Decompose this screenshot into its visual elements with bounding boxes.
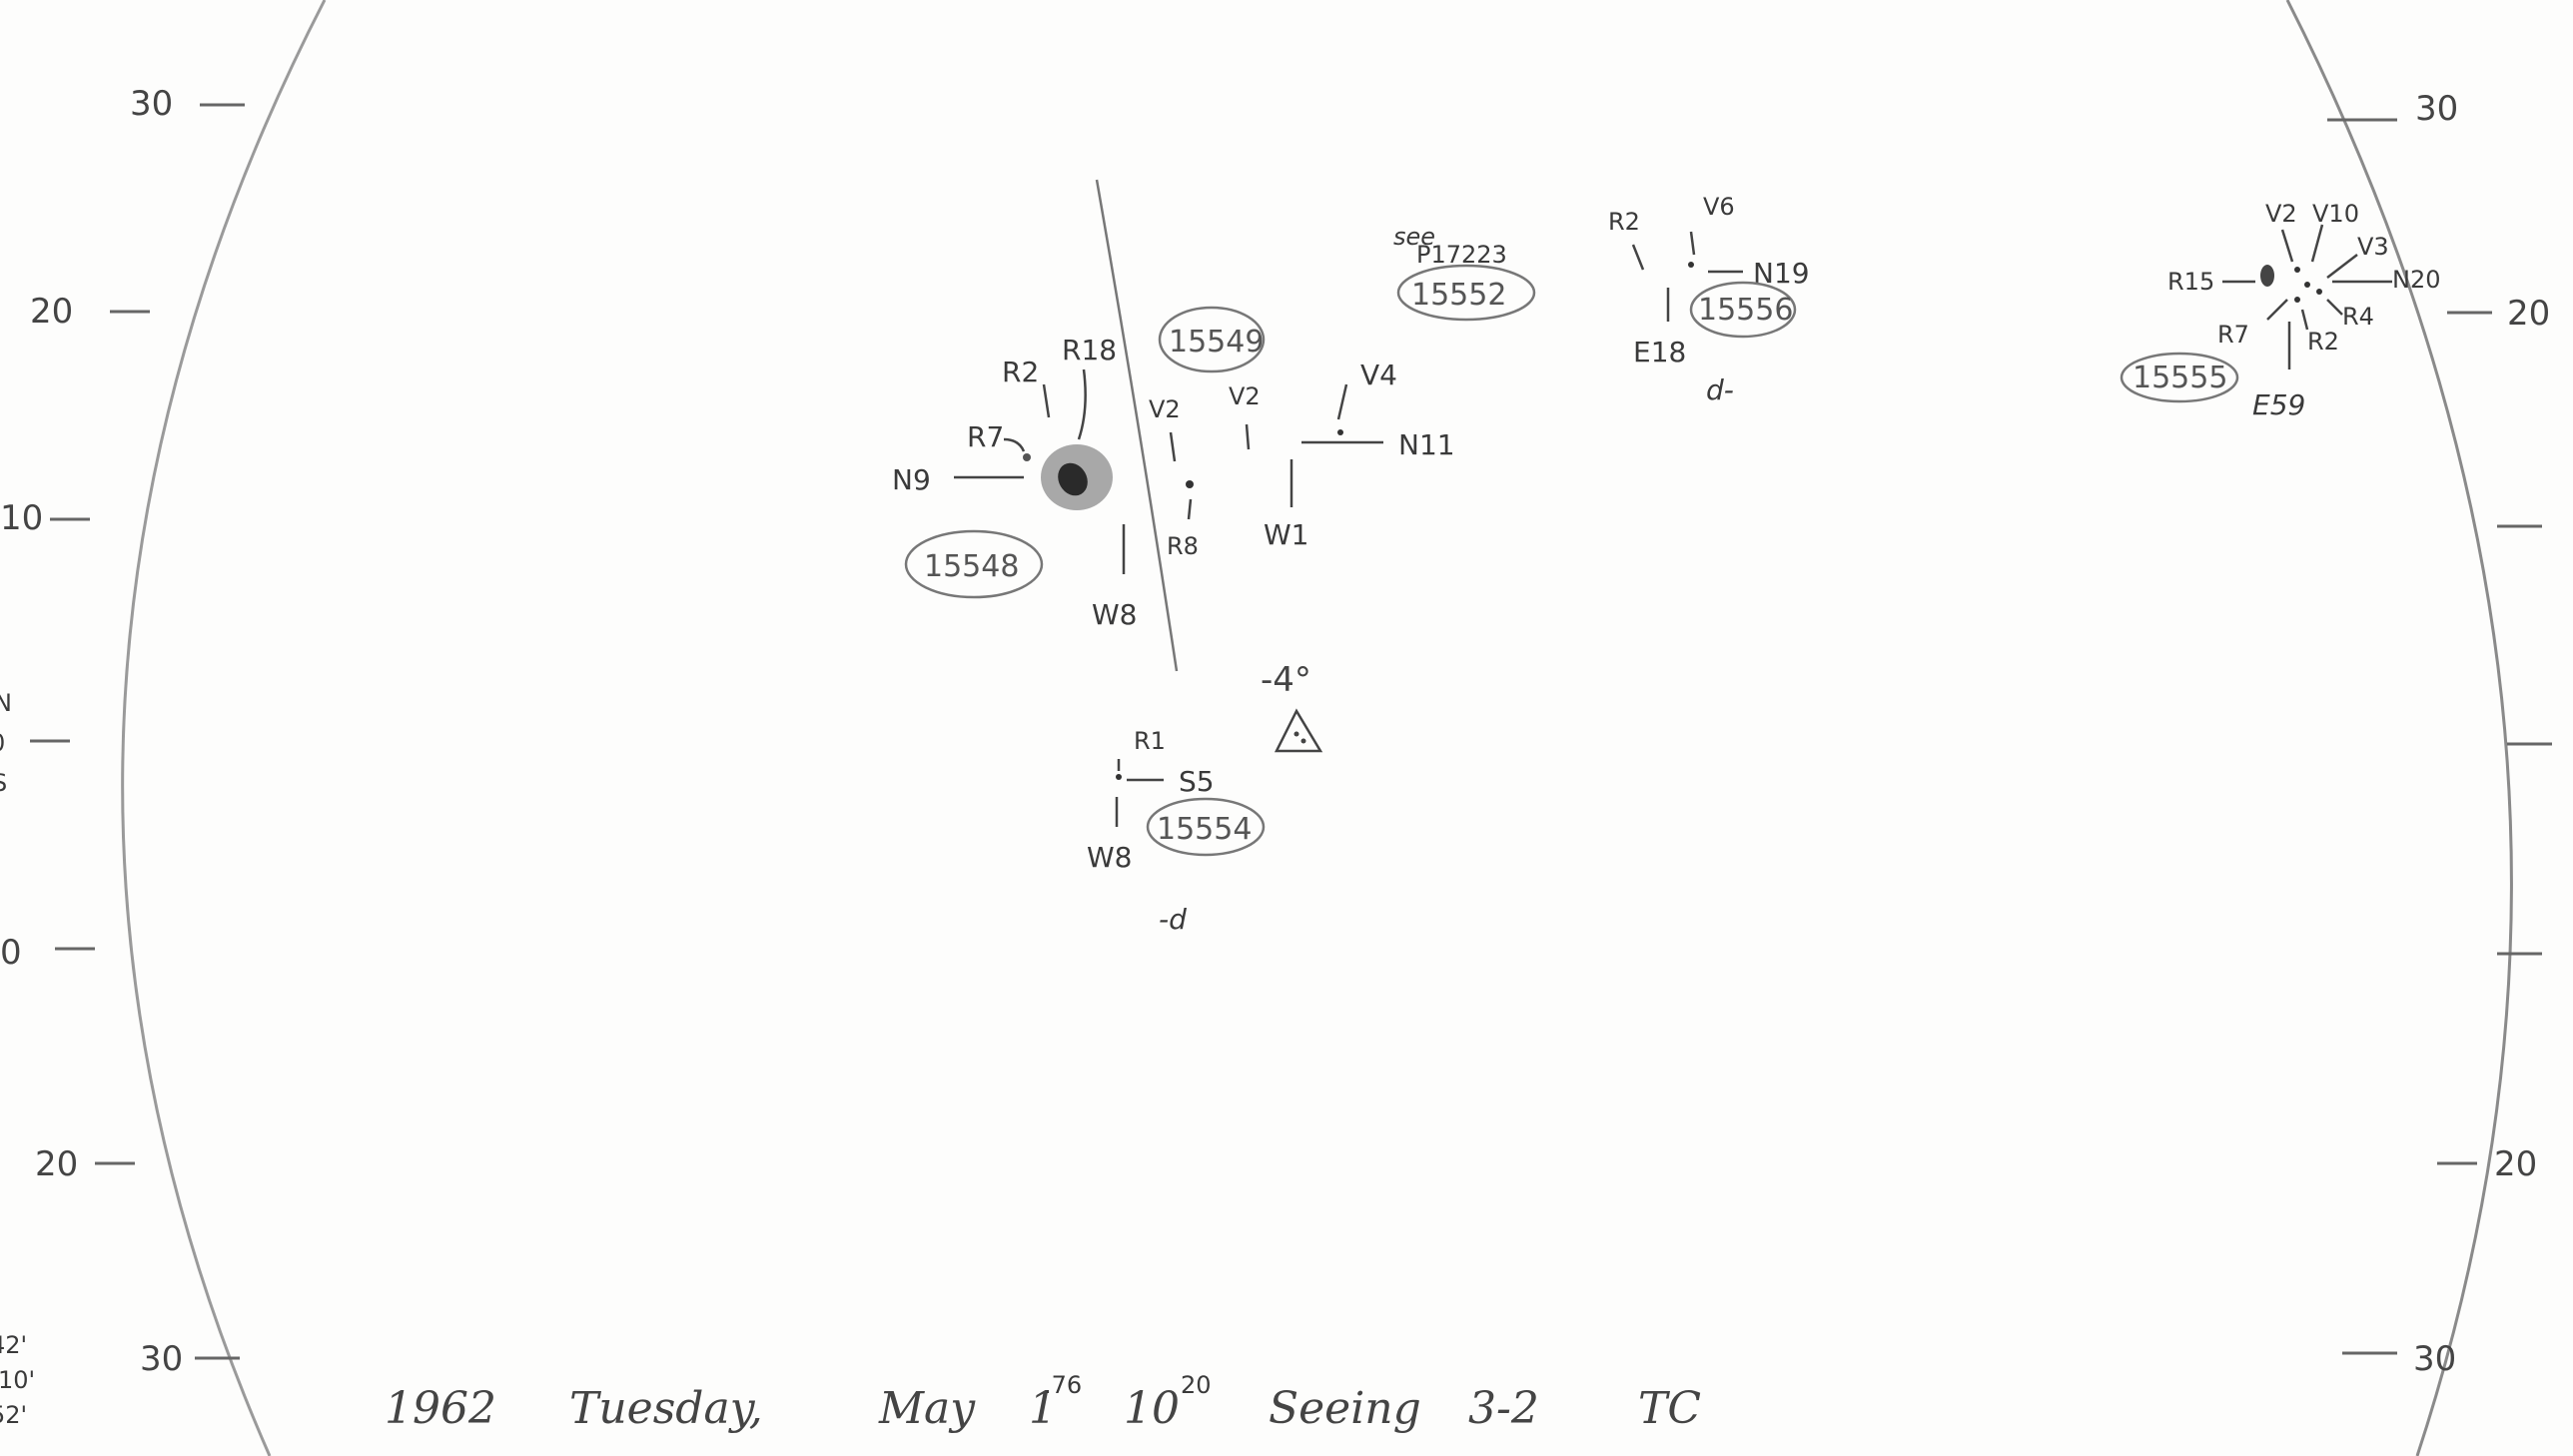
region-number-15554: 15554 [1157, 812, 1252, 847]
label-n11: N11 [1398, 428, 1455, 461]
label-r2-15555: R2 [2307, 328, 2339, 356]
right-latitude-scale [2327, 118, 2552, 1355]
label-w1: W1 [1264, 518, 1309, 551]
lat-label-right-20-bottom: 20 [2494, 1144, 2537, 1184]
label-r2: R2 [1002, 356, 1039, 388]
label-v2-15555: V2 [2265, 200, 2297, 228]
lat-label-left-30-bottom: 30 [140, 1339, 183, 1379]
class-minus-d: -d [1159, 903, 1187, 936]
margin-note-52: 52' [0, 1401, 27, 1429]
region-number-15555: 15555 [2133, 361, 2227, 395]
label-r8: R8 [1167, 532, 1199, 560]
label-v2-b: V2 [1229, 382, 1261, 410]
disk-limb-right [2285, 0, 2513, 1456]
label-v3: V3 [2357, 233, 2389, 261]
lat-label-right-30-top: 30 [2415, 89, 2458, 129]
sunspot-small [1023, 453, 1031, 461]
footer-seeing-value: 3-2 [1468, 1383, 1539, 1434]
see-note: see [1393, 223, 1435, 251]
margin-mark-s: S [0, 769, 7, 797]
label-n9: N9 [892, 463, 931, 496]
label-r2-15556: R2 [1608, 208, 1640, 236]
footer-time: 10 [1124, 1383, 1180, 1434]
region-number-15552: 15552 [1411, 278, 1506, 313]
lat-label-left-20-top: 20 [30, 292, 73, 332]
footer-observer: TC [1638, 1383, 1701, 1434]
label-r4: R4 [2342, 303, 2374, 331]
footer-month: May [878, 1383, 976, 1434]
spot-group-15554: R1 S5 W8 15554 -d [1087, 727, 1266, 936]
label-s5: S5 [1179, 765, 1215, 798]
label-r15: R15 [2167, 268, 2214, 296]
observation-record: 1962 Tuesday, May 1 .76 10 20 Seeing 3-2… [385, 1371, 1701, 1434]
spot-group-15556: R2 V6 N19 E18 15556 d- [1608, 193, 1810, 406]
footer-date-fraction: .76 [1044, 1371, 1082, 1399]
label-r18: R18 [1062, 334, 1117, 366]
lat-label-left-10-top: 10 [0, 498, 43, 538]
lat-label-left-30-top: 30 [130, 84, 173, 124]
triangle-marker-icon [1274, 708, 1323, 753]
footer-date: 1 [1029, 1383, 1057, 1434]
margin-note-42: 42' [0, 1331, 27, 1359]
label-w8-15554: W8 [1087, 841, 1133, 874]
left-latitude-scale [30, 103, 245, 1360]
margin-mark-zero: 0 [0, 729, 5, 757]
tilt-marker: -4° [1261, 660, 1323, 753]
margin-note-10: 10' [0, 1366, 35, 1394]
footer-time-minutes: 20 [1181, 1371, 1212, 1399]
footer-day: Tuesday, [569, 1383, 763, 1434]
label-e59: E59 [2252, 388, 2305, 421]
label-n20: N20 [2392, 266, 2441, 294]
label-w8: W8 [1092, 598, 1138, 631]
tilt-value: -4° [1261, 660, 1311, 700]
region-number-15549: 15549 [1169, 325, 1264, 360]
region-number-15548: 15548 [924, 549, 1019, 584]
margin-mark-n: N [0, 689, 12, 717]
spot-group-15549: 15549 V2 V2 R8 V4 N11 W1 [1149, 306, 1455, 560]
lat-label-left-20-bottom: 20 [35, 1144, 78, 1184]
pencil-guide-line [1095, 179, 1179, 672]
class-d-minus: d- [1706, 373, 1734, 406]
label-v4: V4 [1360, 359, 1397, 391]
label-v6: V6 [1703, 193, 1735, 221]
label-r1: R1 [1134, 727, 1166, 755]
label-e18: E18 [1633, 336, 1686, 368]
footer-seeing-label: Seeing [1269, 1383, 1421, 1434]
lat-label-right-30-bottom: 30 [2413, 1339, 2456, 1379]
label-v2-a: V2 [1149, 395, 1181, 423]
footer-year: 1962 [385, 1383, 496, 1434]
spot-group-15555: V2 V10 V3 R15 N20 R4 R7 R2 E59 15555 [2120, 200, 2441, 421]
label-r7: R7 [967, 420, 1004, 453]
sunspot-umbra [1058, 462, 1088, 496]
spot-group-15548: R2 R18 R7 N9 W8 15548 [892, 334, 1138, 631]
lat-label-left-10-bottom: 0 [0, 933, 22, 973]
spot-group-15552: see P17223 15552 [1393, 223, 1536, 322]
region-number-15556: 15556 [1698, 293, 1793, 328]
lat-label-right-20-top: 20 [2507, 294, 2550, 334]
label-v10: V10 [2312, 200, 2359, 228]
disk-limb-left [121, 0, 327, 1456]
plate-reference: P17223 [1416, 241, 1507, 269]
label-r7-15555: R7 [2217, 321, 2249, 349]
